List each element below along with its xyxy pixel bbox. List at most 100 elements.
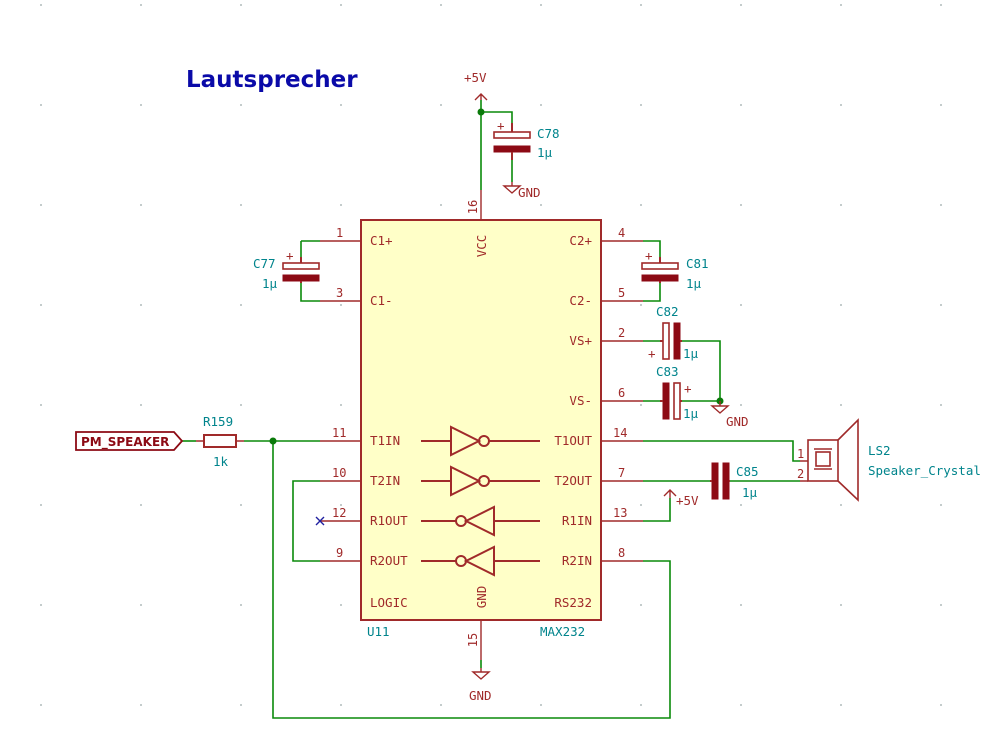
grid-dot <box>740 304 742 306</box>
grid-dot <box>840 404 842 406</box>
pin-num: 4 <box>618 226 625 240</box>
pin-num: 3 <box>336 286 343 300</box>
grid-dot <box>140 404 142 406</box>
capacitor-c77: + C77 1µ <box>253 248 320 291</box>
grid-dot <box>40 404 42 406</box>
c82-ref: C82 <box>656 304 679 319</box>
ground-ic-icon: GND <box>469 668 492 703</box>
grid-dot <box>140 304 142 306</box>
pin-num: 1 <box>336 226 343 240</box>
capacitor-c81: + C81 1µ <box>641 248 709 291</box>
grid-dot <box>740 104 742 106</box>
wire-c77-pin3 <box>300 283 320 302</box>
gnd-label: GND <box>726 414 749 429</box>
pin-num: 16 <box>466 200 480 214</box>
grid-dot <box>740 404 742 406</box>
grid-dot <box>740 604 742 606</box>
c77-ref: C77 <box>253 256 276 271</box>
grid-dot <box>140 704 142 706</box>
grid-dot <box>540 204 542 206</box>
pin-num: 15 <box>466 633 480 647</box>
grid-dot <box>840 504 842 506</box>
grid-dot <box>640 704 642 706</box>
c83-ref: C83 <box>656 364 679 379</box>
polarity-plus-icon: + <box>648 346 656 361</box>
r159-ref: R159 <box>203 414 233 429</box>
global-label-pm-speaker: PM_SPEAKER <box>75 431 184 451</box>
grid-dot <box>940 704 942 706</box>
polarity-plus-icon: + <box>684 381 692 396</box>
driver-t2-icon <box>421 465 540 497</box>
grid-dot <box>940 504 942 506</box>
grid-dot <box>240 204 242 206</box>
grid-dot <box>940 404 942 406</box>
grid-dot <box>240 4 242 6</box>
pin-num: 12 <box>332 506 346 520</box>
grid-dot <box>540 104 542 106</box>
grid-dot <box>140 604 142 606</box>
ls2-pin2: 2 <box>797 467 804 481</box>
pm-speaker-label: PM_SPEAKER <box>81 435 169 450</box>
pin-name: C2- <box>569 293 592 308</box>
grid-dot <box>840 604 842 606</box>
polarity-plus-icon: + <box>497 118 505 133</box>
gnd-label: GND <box>518 185 541 200</box>
grid-dot <box>40 104 42 106</box>
ic-ref: U11 <box>367 624 390 639</box>
c82-value: 1µ <box>683 346 699 361</box>
capacitor-c82: + C82 1µ <box>648 304 699 361</box>
junction-dot <box>477 108 485 116</box>
grid-dot <box>40 4 42 6</box>
c77-value: 1µ <box>262 276 278 291</box>
polarity-plus-icon: + <box>286 248 294 263</box>
power-5v-top: +5V <box>464 70 488 101</box>
ground-vs-icon: GND <box>710 401 749 429</box>
capacitor-c85: C85 1µ <box>710 462 759 500</box>
grid-dot <box>240 304 242 306</box>
pin-num: 8 <box>618 546 625 560</box>
grid-dot <box>640 604 642 606</box>
grid-dot <box>740 4 742 6</box>
ic-value: MAX232 <box>540 624 585 639</box>
pin-name: T2OUT <box>554 473 592 488</box>
pin-name: VS- <box>569 393 592 408</box>
pin-name: C1- <box>370 293 393 308</box>
pin-name: T2IN <box>370 473 400 488</box>
grid-dot <box>440 204 442 206</box>
sheet-title: Lautsprecher <box>186 67 358 93</box>
grid-dot <box>940 4 942 6</box>
pin-name: R2OUT <box>370 553 408 568</box>
pin-num: 7 <box>618 466 625 480</box>
grid-dot <box>340 704 342 706</box>
ground-c78-icon: GND <box>502 182 541 200</box>
grid-dot <box>140 104 142 106</box>
capacitor-c78: + C78 1µ <box>493 118 560 160</box>
grid-dot <box>840 4 842 6</box>
grid-dot <box>640 304 642 306</box>
grid-dot <box>40 204 42 206</box>
ic-rs232-label: RS232 <box>554 595 592 610</box>
ic-left-pin-lines <box>320 240 361 562</box>
wire-c81-pin4 <box>643 240 661 257</box>
grid-dot <box>440 4 442 6</box>
ic-logic-label: LOGIC <box>370 595 408 610</box>
wire-c82-gnd <box>682 340 721 400</box>
grid-dot <box>40 704 42 706</box>
grid-dot <box>340 604 342 606</box>
polarity-plus-icon: + <box>645 248 653 263</box>
c78-value: 1µ <box>537 145 553 160</box>
no-connect-icon <box>315 516 325 526</box>
pin-num: 11 <box>332 426 346 440</box>
grid-dot <box>340 104 342 106</box>
grid-dot <box>540 704 542 706</box>
grid-dot <box>640 204 642 206</box>
grid-dot <box>740 204 742 206</box>
grid-dot <box>240 404 242 406</box>
ic-right-pin-lines <box>601 240 643 562</box>
gnd-label: GND <box>469 688 492 703</box>
grid-dot <box>840 304 842 306</box>
pin-name: R2IN <box>562 553 592 568</box>
c83-value: 1µ <box>683 406 699 421</box>
wires <box>182 100 800 719</box>
pin-name: VCC <box>474 235 489 258</box>
